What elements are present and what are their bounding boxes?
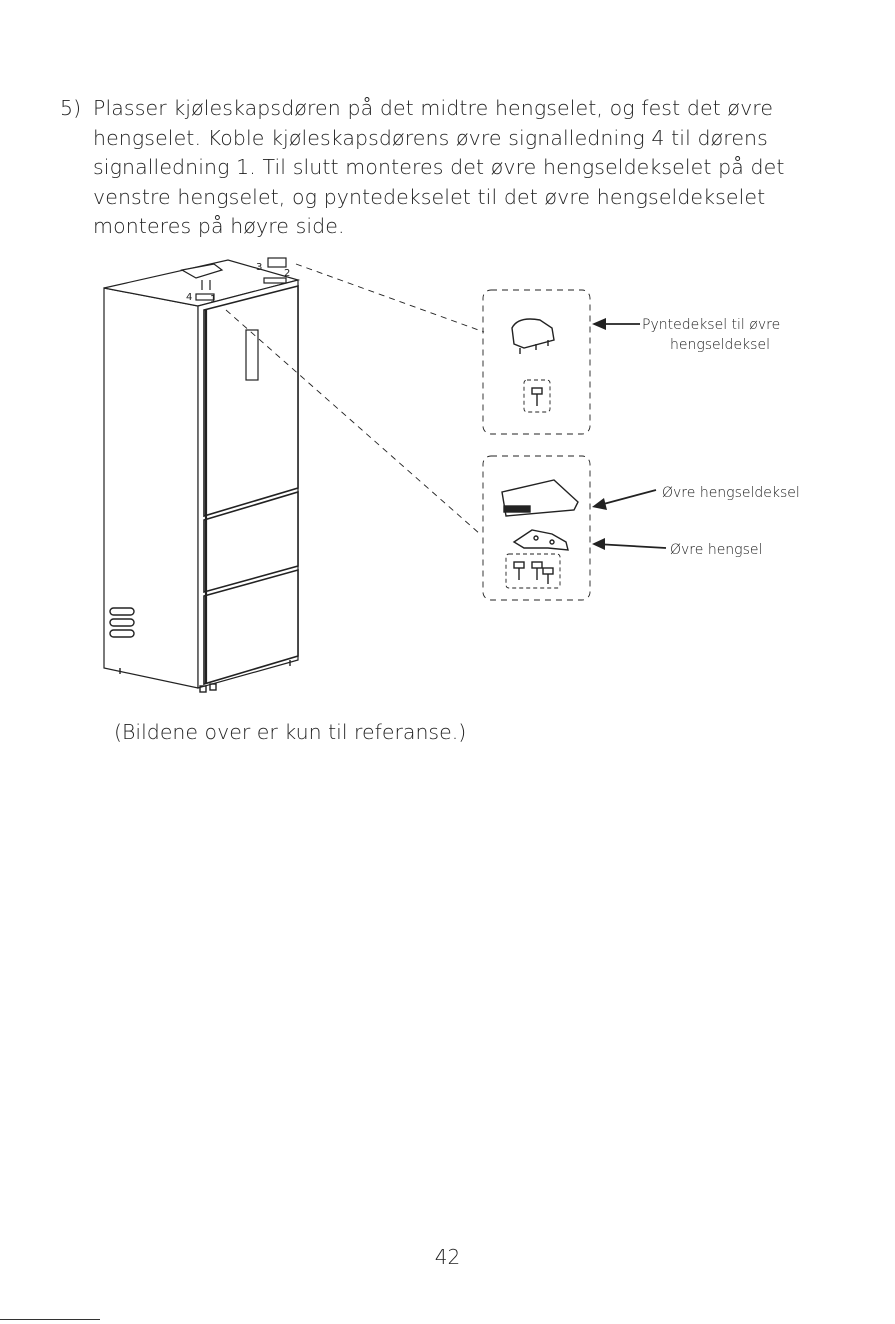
decor-cover-label-line1: Pyntedeksel til øvre	[642, 317, 781, 333]
hinge-kit-box	[482, 455, 591, 601]
callout-arrows	[595, 323, 667, 549]
hinge-cover-part	[501, 479, 579, 517]
hinge-part	[512, 529, 569, 551]
upper-hinge-cover-label: Øvre hengseldeksel	[662, 485, 800, 501]
page-number: 42	[434, 1245, 461, 1269]
feet	[119, 660, 291, 693]
callout-4-label: 4	[186, 292, 192, 303]
top-exploded-parts	[180, 257, 287, 301]
callout-1-label: 1	[210, 294, 216, 305]
fridge-assembly-illustration: 3 2 4 1	[103, 257, 667, 693]
instruction-step: 5) Plasser kjøleskapsdøren på det midtre…	[60, 94, 850, 242]
decor-cover-part	[511, 318, 555, 354]
screw-icon-1	[531, 387, 543, 406]
side-vents	[109, 607, 135, 638]
step-number: 5)	[60, 96, 82, 120]
screw-icons-2	[513, 561, 554, 584]
screw-box-2	[505, 553, 561, 589]
figure-caption: (Bildene over er kun til referanse.)	[114, 720, 467, 744]
fridge-doors	[203, 284, 299, 686]
upper-hinge-label: Øvre hengsel	[670, 542, 763, 558]
callout-2-label: 2	[284, 268, 290, 279]
screw-box-1	[523, 379, 551, 413]
step-text: Plasser kjøleskapsdøren på det midtre he…	[93, 96, 785, 238]
callout-3-label: 3	[256, 262, 262, 273]
decor-cover-box	[482, 289, 591, 435]
footer-rule	[0, 1319, 100, 1320]
decor-cover-label-line2: hengseldeksel	[670, 337, 770, 353]
